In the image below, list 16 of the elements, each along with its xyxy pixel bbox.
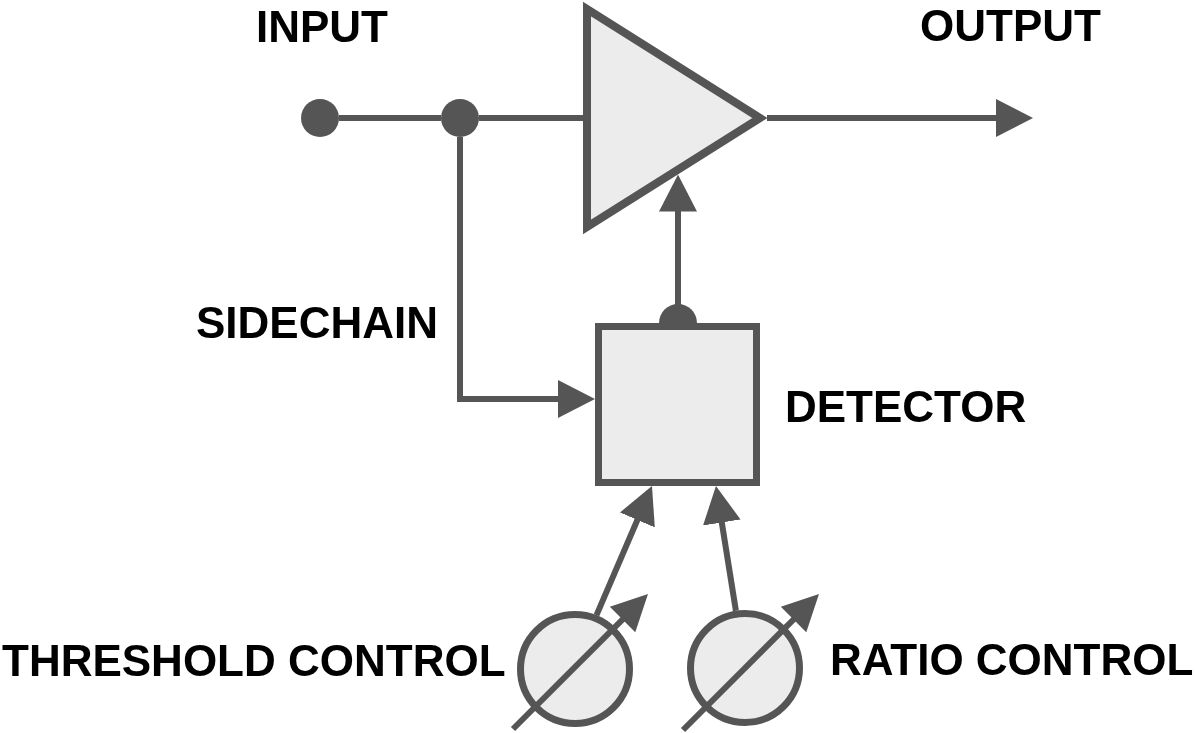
signal-line [479, 115, 583, 121]
detector-block [595, 323, 760, 486]
signal-line [339, 115, 441, 121]
amplifier-triangle [582, 0, 768, 236]
detector-label: DETECTOR [785, 385, 1027, 429]
ratio-control-label: RATIO CONTROL [830, 638, 1194, 682]
potentiometer-symbol [680, 594, 820, 733]
signal-arrow [659, 174, 697, 323]
input-label: INPUT [256, 5, 388, 49]
signal-arrow [457, 137, 595, 418]
signal-arrow [767, 99, 1033, 137]
potentiometer-symbol [510, 594, 649, 733]
threshold-control-label: THRESHOLD CONTROL [2, 639, 506, 683]
signal-arrow [703, 486, 741, 612]
signal-arrow [593, 486, 655, 617]
output-label: OUTPUT [920, 4, 1101, 48]
